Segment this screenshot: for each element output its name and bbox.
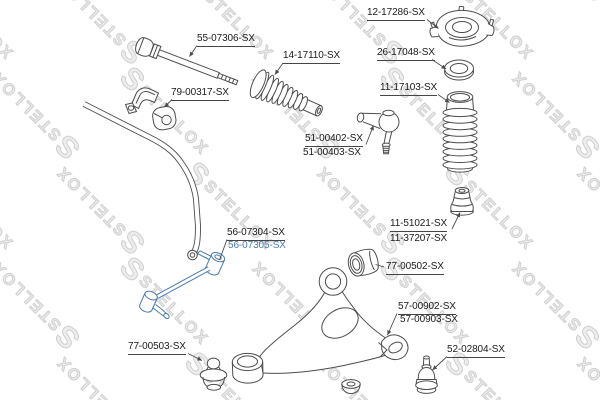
part-label-11-17103-sx[interactable]: 11-17103-SX: [380, 82, 437, 96]
part-label-79-00317-sx[interactable]: 79-00317-SX: [171, 87, 229, 101]
control-arm: [231, 267, 409, 395]
part-label-77-00502-sx[interactable]: 77-00502-SX: [386, 261, 444, 275]
part-label-57-00903-sx[interactable]: 57-00903-SX: [400, 314, 458, 325]
ball-joint: [415, 355, 438, 394]
tie-rod-end: [356, 109, 400, 155]
shock-dust-boot: [442, 91, 478, 173]
leader-lines: [164, 19, 461, 371]
part-label-56-07304-sx[interactable]: 56-07304-SX: [227, 227, 285, 241]
part-label-56-07305-sx-highlighted[interactable]: 56-07305-SX: [228, 240, 286, 251]
steering-rack-boot: [249, 69, 323, 117]
inner-tie-rod: [135, 37, 239, 86]
control-arm-front-bushing: [199, 357, 228, 391]
control-arm-rear-bushing: [347, 248, 379, 277]
part-label-26-17048-sx[interactable]: 26-17048-SX: [377, 47, 435, 61]
part-label-55-07306-sx[interactable]: 55-07306-SX: [197, 33, 255, 47]
stabilizer-link[interactable]: [138, 250, 226, 320]
part-label-51-00403-sx[interactable]: 51-00403-SX: [303, 147, 361, 158]
part-label-77-00503-sx[interactable]: 77-00503-SX: [128, 341, 186, 355]
part-label-57-00902-sx[interactable]: 57-00902-SX: [398, 301, 456, 315]
stabilizer-bar-eye: [187, 249, 198, 261]
part-label-14-17110-sx[interactable]: 14-17110-SX: [283, 50, 340, 64]
part-label-12-17286-sx[interactable]: 12-17286-SX: [367, 7, 425, 21]
bump-stop: [450, 187, 474, 216]
stabilizer-bar: [82, 101, 202, 258]
part-label-11-51021-sx[interactable]: 11-51021-SX: [390, 218, 447, 232]
part-label-51-00402-sx[interactable]: 51-00402-SX: [305, 133, 363, 147]
stabilizer-bushing: [124, 87, 177, 131]
strut-mount: [429, 5, 495, 47]
strut-bearing: [444, 59, 474, 81]
part-label-52-02804-sx[interactable]: 52-02804-SX: [447, 344, 505, 358]
part-label-11-37207-sx[interactable]: 11-37207-SX: [390, 233, 448, 244]
